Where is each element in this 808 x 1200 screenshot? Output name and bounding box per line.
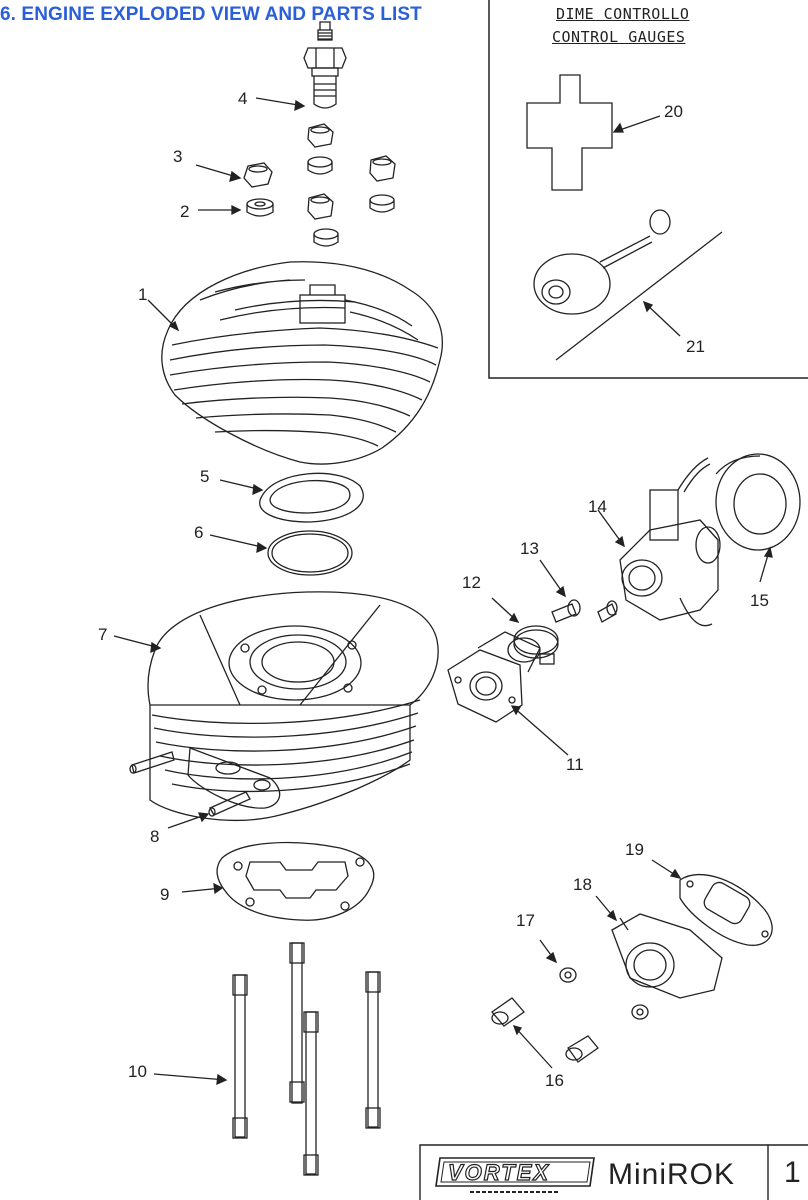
part-number-20: 20 [664,102,683,121]
part-number-1: 1 [138,285,147,304]
carburettor [619,457,721,627]
part-number-7: 7 [98,625,107,644]
intake-gasket [679,873,773,946]
gauges-box-frame [488,0,808,379]
o-ring [267,530,353,576]
hose-clamp [513,625,559,665]
head-gasket [259,472,364,523]
part-number-4: 4 [238,89,247,108]
page-title: 6. ENGINE EXPLODED VIEW AND PARTS LIST [0,4,422,25]
part-number-14: 14 [588,497,607,516]
title-block-model: MiniROK [608,1158,736,1191]
part-number-3: 3 [173,147,182,166]
svg-text:VORTEX: VORTEX [448,1160,550,1185]
base-gasket [216,841,375,921]
dowel-pins [129,751,251,817]
cylinder-studs [232,942,381,1176]
piston-gauge [533,209,723,361]
part-number-21: 21 [686,337,705,356]
part-number-18: 18 [573,875,592,894]
part-number-13: 13 [520,539,539,558]
part-number-16: 16 [545,1071,564,1090]
spacer-tubes [491,997,599,1063]
small-washer [559,967,577,983]
part-number-12: 12 [462,573,481,592]
part-number-6: 6 [194,523,203,542]
cylinder-head [161,261,444,465]
t-gauge [526,74,613,191]
part-number-15: 15 [750,591,769,610]
part-number-5: 5 [200,467,209,486]
title-block-page-number: 1 [784,1156,801,1189]
gauges-heading-italian: DIME CONTROLLO [556,5,690,23]
screw [551,599,618,623]
part-number-10: 10 [128,1062,147,1081]
nuts-and-washers [243,123,396,247]
intake-adaptor [611,913,723,999]
part-number-8: 8 [150,827,159,846]
part-number-2: 2 [180,202,189,221]
air-filter-adapter [715,453,801,551]
title-block [419,1144,808,1200]
vortex-logo: VORTEX [435,1157,595,1193]
part-number-11: 11 [566,755,584,774]
part-number-17: 17 [516,911,535,930]
intake-manifold [447,631,541,723]
cylinder [147,591,439,821]
leader-lines [113,97,773,1086]
part-number-19: 19 [625,840,644,859]
gauges-heading-english: CONTROL GAUGES [552,28,686,46]
part-number-9: 9 [160,885,169,904]
spark-plug [303,21,347,109]
